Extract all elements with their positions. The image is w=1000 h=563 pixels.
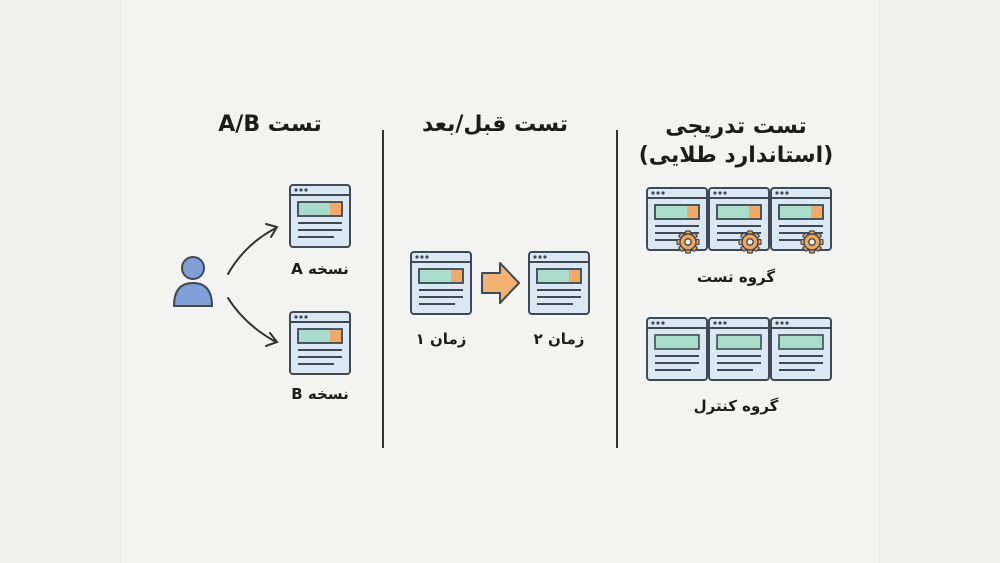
gear-icon <box>676 230 700 254</box>
time-2-page-icon <box>529 252 589 314</box>
time-2-label: زمان ۲ <box>533 330 585 348</box>
ab-test-title: تست A/B <box>218 112 322 137</box>
test-group-page-2-icon <box>709 188 769 254</box>
arrow-right-icon <box>481 262 520 304</box>
variant-b-page-icon <box>290 312 350 374</box>
control-group-label: گروه کنترل <box>693 397 779 415</box>
test-group-label: گروه تست <box>696 268 776 286</box>
time-1-page-icon <box>411 252 471 314</box>
variant-a-page-icon <box>290 185 350 247</box>
before-after-title: تست قبل/بعد <box>421 112 569 137</box>
test-group-page-1-icon <box>647 188 707 254</box>
gear-icon <box>738 230 762 254</box>
variant-b-label: نسخه B <box>291 385 349 403</box>
user-icon <box>172 256 214 307</box>
time-1-label: زمان ۱ <box>415 330 467 348</box>
control-group-page-3-icon <box>770 317 832 381</box>
gradual-test-subtitle: (استاندارد طلایی) <box>638 143 834 168</box>
test-group-page-3-icon <box>771 188 831 254</box>
variant-a-label: نسخه A <box>291 260 349 278</box>
gradual-test-title: تست تدریجی <box>665 114 807 139</box>
arrow-to-variant-a-icon <box>227 223 279 275</box>
control-group-page-2-icon <box>708 317 770 381</box>
control-group-page-1-icon <box>646 317 708 381</box>
gear-icon <box>800 230 824 254</box>
arrow-to-variant-b-icon <box>227 297 279 347</box>
